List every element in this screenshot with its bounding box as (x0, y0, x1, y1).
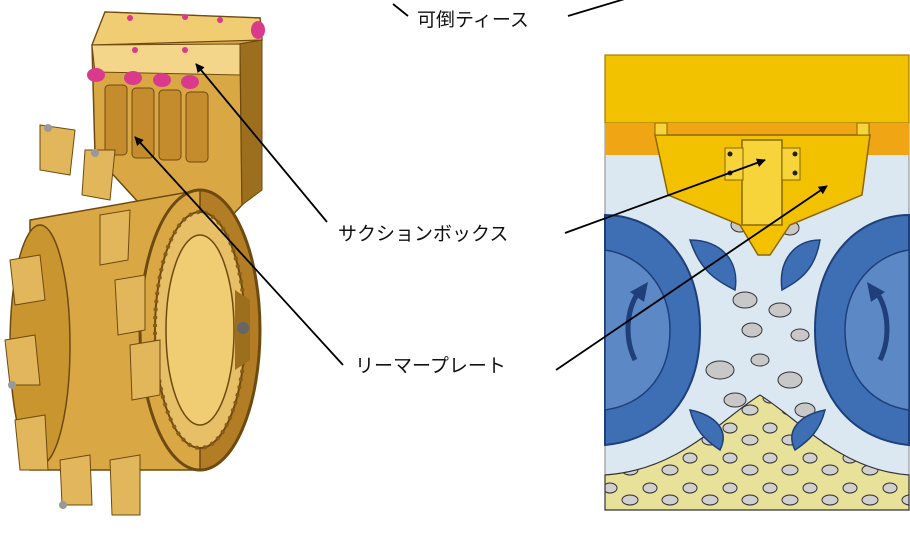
leader-lines (134, 0, 828, 371)
suction-box-leader-left (195, 63, 328, 223)
suction-box-leader-right (564, 158, 766, 234)
label-suction-box: サクションボックス (338, 223, 508, 245)
right-cutter (780, 213, 910, 452)
cutter-teeth (4, 124, 161, 516)
top-frame (604, 54, 910, 124)
pink-bolts (87, 21, 265, 89)
reamer-plate-leader-right (555, 185, 828, 371)
reversible-teeth-leader-left (392, 3, 409, 17)
sand-bed (604, 394, 910, 511)
reamer-plate-leader-left (134, 136, 344, 366)
cutter-drum (9, 188, 262, 472)
cross-section-diagram (604, 54, 910, 511)
label-reamer-plate: リーマープレート (355, 355, 506, 377)
cutter-head-illustration (4, 11, 265, 516)
reversible-teeth-leader-right (567, 0, 625, 17)
left-cutter (604, 213, 737, 452)
label-reversible-teeth: 可倒ティース (417, 9, 529, 31)
